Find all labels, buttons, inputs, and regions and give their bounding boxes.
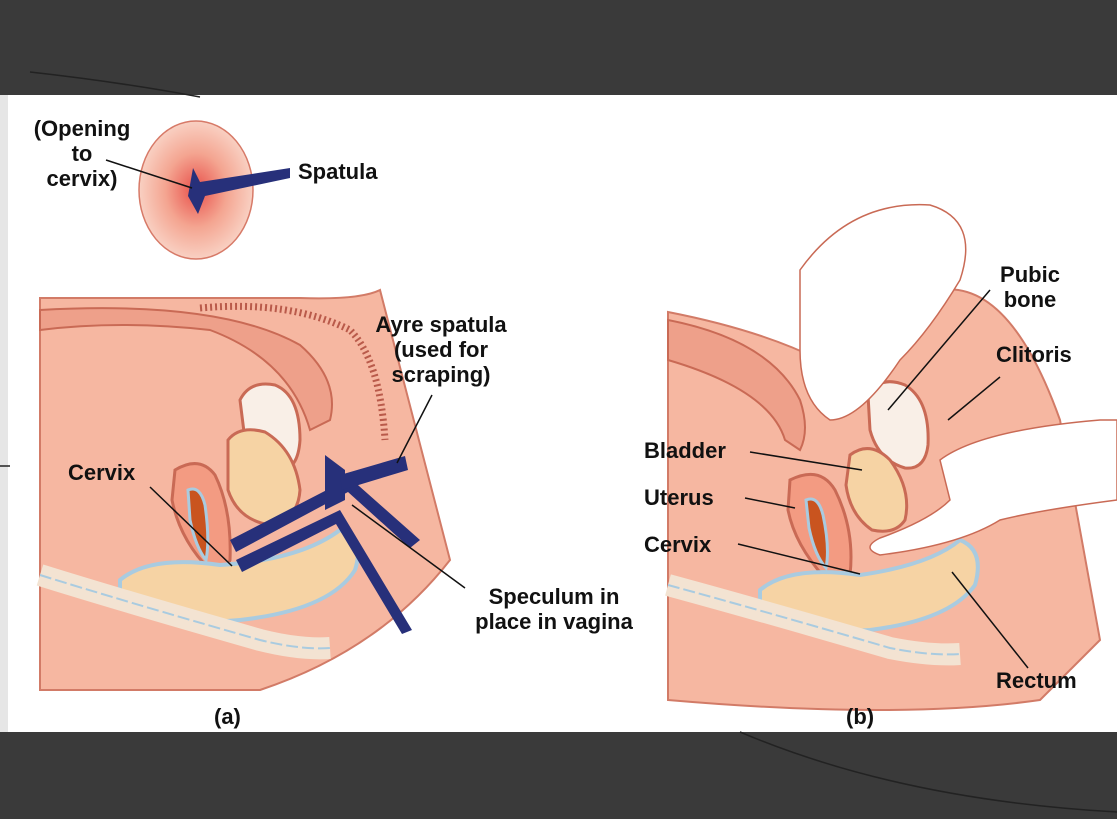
label-bladder: Bladder [644,438,726,463]
label-clitoris: Clitoris [996,342,1072,367]
label-uterus: Uterus [644,485,714,510]
label-panel-b: (b) [846,704,874,729]
label-pubic-bone: Pubic bone [980,262,1080,312]
label-cervix-b: Cervix [644,532,711,557]
label-rectum: Rectum [996,668,1077,693]
label-cervix-a: Cervix [68,460,135,485]
label-speculum: Speculum in place in vagina [448,584,660,634]
label-opening-to-cervix: (Opening to cervix) [18,116,146,191]
slide-curve-bottom [740,732,1117,812]
slide-curve-top [30,72,200,97]
label-ayre-spatula: Ayre spatula (used for scraping) [356,312,526,387]
label-panel-a: (a) [214,704,241,729]
label-spatula: Spatula [298,159,377,184]
